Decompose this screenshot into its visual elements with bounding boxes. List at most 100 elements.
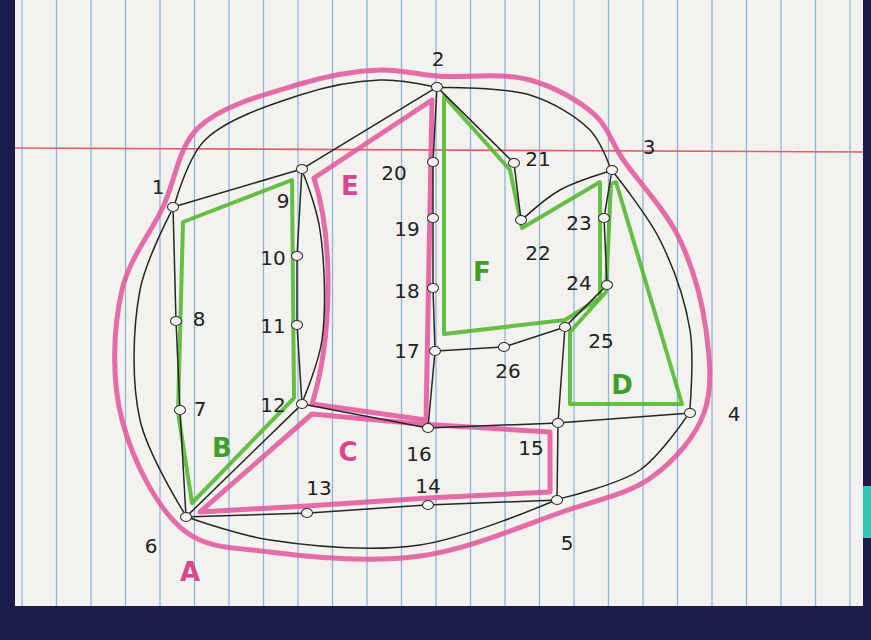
vertex-number: 24 (566, 273, 591, 293)
graph-vertex: 6 (180, 512, 192, 522)
ruled-lines (22, 0, 850, 606)
graph-vertex: 10 (291, 251, 303, 261)
graph-edge (432, 168, 434, 213)
graph-vertex: 7 (174, 405, 186, 415)
graph-edge (433, 92, 436, 156)
vertex-number: 22 (525, 243, 550, 263)
graph-vertex: 25 (559, 322, 571, 332)
outer-face-outline (115, 70, 710, 559)
graph-vertex: 12 (296, 399, 308, 409)
graph-edge (296, 262, 298, 320)
graph-edge (312, 505, 422, 512)
vertex-number: 8 (193, 309, 206, 329)
face-label: C (338, 439, 357, 465)
graph-edge (180, 415, 185, 511)
vertex-number: 2 (432, 49, 445, 69)
face-c-outline (200, 414, 550, 512)
graph-edge (433, 293, 435, 345)
vertex-number: 14 (415, 476, 440, 496)
graph-edge (441, 91, 510, 159)
face-label: B (212, 435, 232, 461)
margin-line (15, 148, 863, 152)
graph-vertex: 2 (431, 82, 443, 92)
face-label: E (341, 173, 359, 199)
graph-vertex: 23 (598, 213, 610, 223)
graph-vertex: 14 (422, 500, 434, 510)
face-e-outline (312, 100, 432, 420)
graph-vertex: 22 (515, 215, 527, 225)
vertex-number: 4 (728, 404, 741, 424)
graph-edge (558, 332, 564, 417)
graph-vertex: 21 (508, 158, 520, 168)
graph-edge (191, 502, 551, 548)
graph-edge (509, 329, 560, 346)
vertex-number: 7 (194, 399, 207, 419)
vertex-number: 12 (260, 395, 285, 415)
vertex-number: 26 (495, 361, 520, 381)
graph-edge (428, 356, 434, 422)
graph-vertex: 8 (170, 316, 182, 326)
vertex-number: 21 (525, 149, 550, 169)
graph-edge (175, 80, 431, 202)
graph-edge (190, 408, 298, 513)
graph-edge (556, 429, 558, 495)
graph-vertex: 16 (422, 423, 434, 433)
graph-vertex: 1 (167, 202, 179, 212)
graph-vertex: 13 (301, 508, 313, 518)
graph-edge (563, 413, 684, 422)
vertex-number: 10 (260, 248, 285, 268)
vertex-number: 6 (145, 536, 158, 556)
graph-vertex: 4 (684, 408, 696, 418)
paper-sheet (15, 0, 863, 606)
vertex-number: 16 (406, 444, 431, 464)
vertex-number: 19 (394, 219, 419, 239)
graph-edge (432, 224, 434, 283)
face-label: D (611, 372, 633, 398)
vertex-number: 18 (394, 281, 419, 301)
vertex-number: 23 (566, 213, 591, 233)
graph-vertex: 5 (551, 495, 563, 505)
graph-edge (569, 289, 603, 323)
graph-vertex: 24 (601, 280, 613, 290)
graph-edge (433, 500, 551, 505)
vertex-number: 3 (643, 137, 656, 157)
graph-edge (297, 330, 301, 398)
face-label: A (180, 559, 200, 585)
vertex-number: 15 (518, 438, 543, 458)
graph-vertex: 15 (552, 418, 564, 428)
vertex-number: 17 (394, 341, 419, 361)
face-f-outline (444, 96, 600, 334)
graph-edge (605, 175, 611, 212)
edge-tab (863, 486, 871, 538)
graph-edge (604, 223, 607, 279)
graph-edge (307, 405, 422, 427)
graph-edge (134, 212, 184, 512)
graph-vertex: 9 (296, 164, 308, 174)
face-label: F (473, 259, 491, 285)
graph-vertex: 26 (498, 342, 510, 352)
graph-vertex: 3 (606, 165, 618, 175)
graph-edge (191, 513, 301, 517)
graph-vertex: 20 (427, 157, 439, 167)
vertex-number: 20 (381, 163, 406, 183)
graph-vertex: 11 (291, 320, 303, 330)
graph-edge (515, 168, 521, 214)
graph-edge (433, 423, 552, 428)
graph-edge (173, 212, 176, 315)
vertex-number: 11 (260, 316, 285, 336)
graph-edge (525, 172, 607, 217)
graph-vertex: 17 (429, 346, 441, 356)
vertex-number: 9 (277, 191, 290, 211)
graph-vertex: 18 (427, 283, 439, 293)
graph-edge (440, 347, 498, 350)
vertex-number: 25 (588, 331, 613, 351)
graph-edge (297, 174, 301, 250)
vertex-number: 1 (152, 177, 165, 197)
graph-edge (304, 174, 325, 398)
